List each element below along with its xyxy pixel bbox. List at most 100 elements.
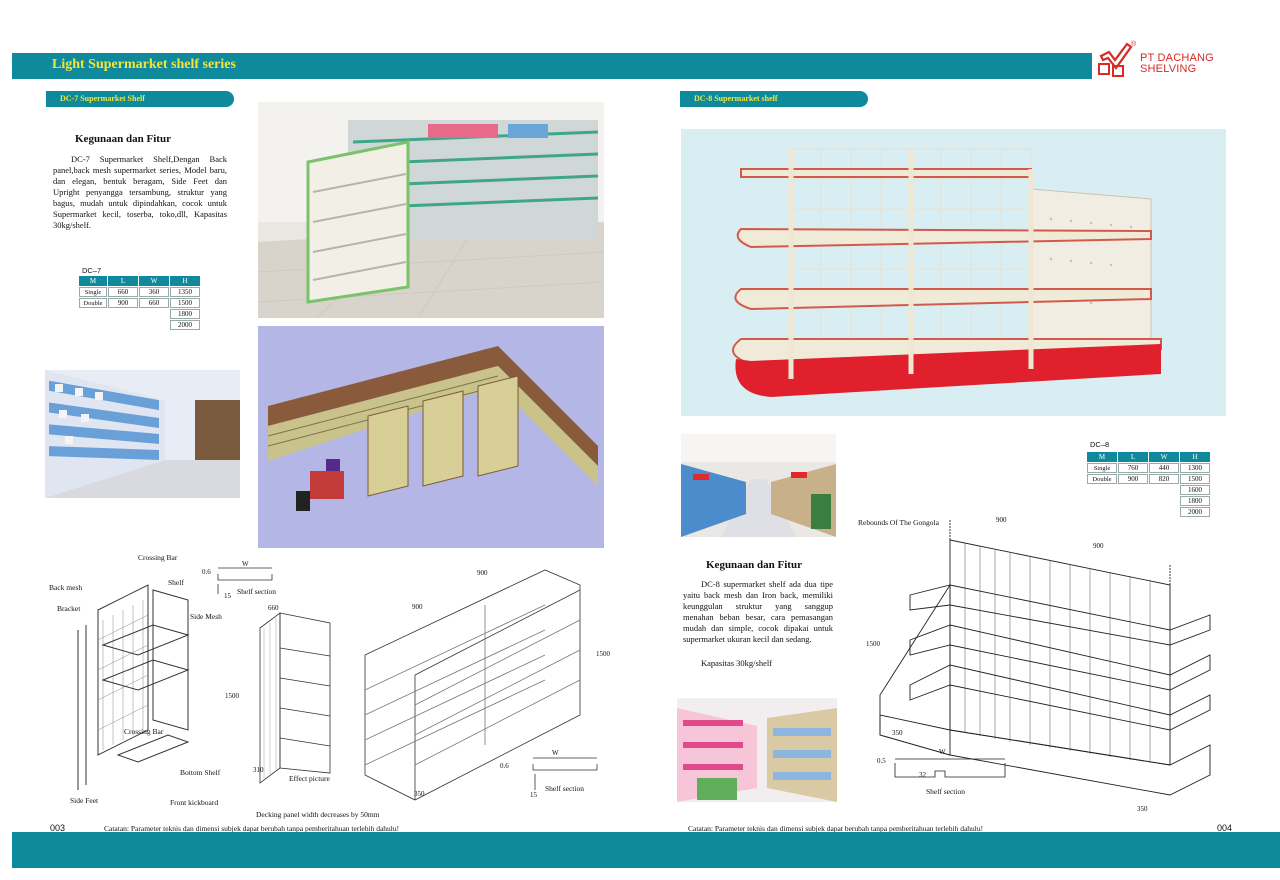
table-cell: 1350 xyxy=(170,287,200,297)
dim-660: 660 xyxy=(268,604,279,612)
table-cell: 1800 xyxy=(170,309,200,319)
table-row: 2000 xyxy=(79,320,200,330)
dc8-product-photo xyxy=(681,129,1226,416)
table-row: Single 660 360 1350 xyxy=(79,287,200,297)
table-cell: 1500 xyxy=(170,298,200,308)
dim-0-6: 0.6 xyxy=(202,568,211,576)
table-cell: 900 xyxy=(108,298,138,308)
label-side-mesh: Side Mesh xyxy=(190,612,222,621)
brand-name: PT DACHANG SHELVING xyxy=(1140,53,1214,75)
dc8-aisle-photo xyxy=(677,698,837,802)
page-number-left: 003 xyxy=(50,823,66,833)
footnote-left: Catatan: Parameter teknis dan dimensi su… xyxy=(104,824,400,833)
footnote-right: Catatan: Parameter teknis dan dimensi su… xyxy=(688,824,984,833)
dim-900-a: 900 xyxy=(477,569,488,577)
dc7-store-photo xyxy=(258,102,604,318)
table-cell: 360 xyxy=(139,287,169,297)
dim-w: W xyxy=(242,560,249,568)
label-front-kickboard: Front kickboard xyxy=(170,798,219,807)
col-header: H xyxy=(1180,452,1210,462)
table-header-row: M L W H xyxy=(79,276,200,286)
dc7-shelf-section-2-drawing xyxy=(532,757,598,790)
table-cell: 660 xyxy=(108,287,138,297)
dim-310: 310 xyxy=(253,766,264,774)
dim-15-b: 15 xyxy=(530,791,537,799)
table-cell: 1600 xyxy=(1180,485,1210,495)
dim-350: 350 xyxy=(414,790,425,798)
dc7-table-label: DC–7 xyxy=(82,266,102,275)
table-cell: Double xyxy=(1087,474,1117,484)
table-cell: 440 xyxy=(1149,463,1179,473)
label-bottom-shelf: Bottom Shelf xyxy=(180,768,221,777)
dc8-spec-table: M L W H Single 760 440 1300 Double 900 8… xyxy=(1086,451,1211,518)
dc7-double-shelf-drawing xyxy=(364,569,581,801)
col-header: M xyxy=(79,276,107,286)
label-crossing-bar-top: Crossing Bar xyxy=(138,553,178,562)
dc8-capacity: Kapasitas 30kg/shelf xyxy=(701,658,773,668)
col-header: W xyxy=(1149,452,1179,462)
table-row: 1800 xyxy=(1087,496,1210,506)
dc8-heading: Kegunaan dan Fitur xyxy=(706,559,802,571)
dc8-label-shelf-section: Shelf section xyxy=(926,787,965,796)
registered-mark: ® xyxy=(1131,41,1137,48)
label-crossing-bar-mid: Crossing Bar xyxy=(124,727,164,736)
dc8-dim-900-b: 900 xyxy=(1093,542,1104,550)
table-cell: Single xyxy=(79,287,107,297)
dc7-spec-table: M L W H Single 660 360 1350 Double 900 6… xyxy=(78,275,201,331)
table-row: Double 900 820 1500 xyxy=(1087,474,1210,484)
label-shelf-section-2: Shelf section xyxy=(545,784,584,793)
dc8-shelf-section-drawing xyxy=(894,758,1006,778)
table-cell: Double xyxy=(79,298,107,308)
header-band xyxy=(12,53,1280,79)
col-header: L xyxy=(108,276,138,286)
dc7-3d-render xyxy=(258,326,604,548)
footer-band xyxy=(12,832,1280,868)
table-cell: 900 xyxy=(1118,474,1148,484)
table-header-row: M L W H xyxy=(1087,452,1210,462)
dc7-exploded-diagram xyxy=(77,584,190,790)
dc7-aisle-photo xyxy=(45,370,240,498)
dc7-heading: Kegunaan dan Fitur xyxy=(75,133,171,145)
dim-900-b: 900 xyxy=(412,603,423,611)
table-cell: 1800 xyxy=(1180,496,1210,506)
dc7-section-label: DC-7 Supermarket Shelf xyxy=(46,91,234,107)
table-row: 1600 xyxy=(1087,485,1210,495)
label-bracket: Bracket xyxy=(57,604,81,613)
dc7-description: DC-7 Supermarket Shelf,Dengan Back panel… xyxy=(53,154,227,230)
decking-note: Decking panel width decreases by 50mm xyxy=(256,810,380,819)
dc8-description: DC-8 supermarket shelf ada dua tipe yait… xyxy=(683,579,833,644)
table-cell: 1500 xyxy=(1180,474,1210,484)
dc8-dim-1500: 1500 xyxy=(866,640,880,648)
dc8-technical-drawing xyxy=(879,520,1211,796)
dc8-supermarket-photo xyxy=(681,434,836,537)
table-row: Double 900 660 1500 xyxy=(79,298,200,308)
table-row: 2000 xyxy=(1087,507,1210,517)
dachang-logo-icon xyxy=(1098,42,1133,77)
col-header: M xyxy=(1087,452,1117,462)
dc8-table-label: DC–8 xyxy=(1090,440,1110,449)
col-header: L xyxy=(1118,452,1148,462)
brand-line-2: SHELVING xyxy=(1140,63,1197,75)
dc7-shelf-section-drawing xyxy=(217,567,273,594)
dc8-dim-32: 32 xyxy=(919,771,926,779)
dim-0-6-b: 0.6 xyxy=(500,762,509,770)
table-cell: 1300 xyxy=(1180,463,1210,473)
label-back-mesh: Back mesh xyxy=(49,583,83,592)
label-rebounds-gongola: Rebounds Of The Gongola xyxy=(858,518,939,527)
dc8-dim-w: W xyxy=(939,748,946,756)
dim-15: 15 xyxy=(224,592,231,600)
col-header: H xyxy=(170,276,200,286)
label-shelf-section: Shelf section xyxy=(237,587,276,596)
table-cell: 820 xyxy=(1149,474,1179,484)
label-shelf: Shelf xyxy=(168,578,184,587)
table-cell: 760 xyxy=(1118,463,1148,473)
dc8-dim-900-a: 900 xyxy=(996,516,1007,524)
page-number-right: 004 xyxy=(1217,823,1233,833)
label-effect-picture: Effect picture xyxy=(289,774,330,783)
dc8-dim-350-b: 350 xyxy=(1137,805,1148,813)
brand-line-1: PT DACHANG xyxy=(1140,52,1214,64)
dc8-section-label: DC-8 Supermarket shelf xyxy=(680,91,868,107)
dc7-effect-picture-drawing xyxy=(259,612,331,784)
dim-1500-b: 1500 xyxy=(596,650,610,658)
dim-w-b: W xyxy=(552,749,559,757)
